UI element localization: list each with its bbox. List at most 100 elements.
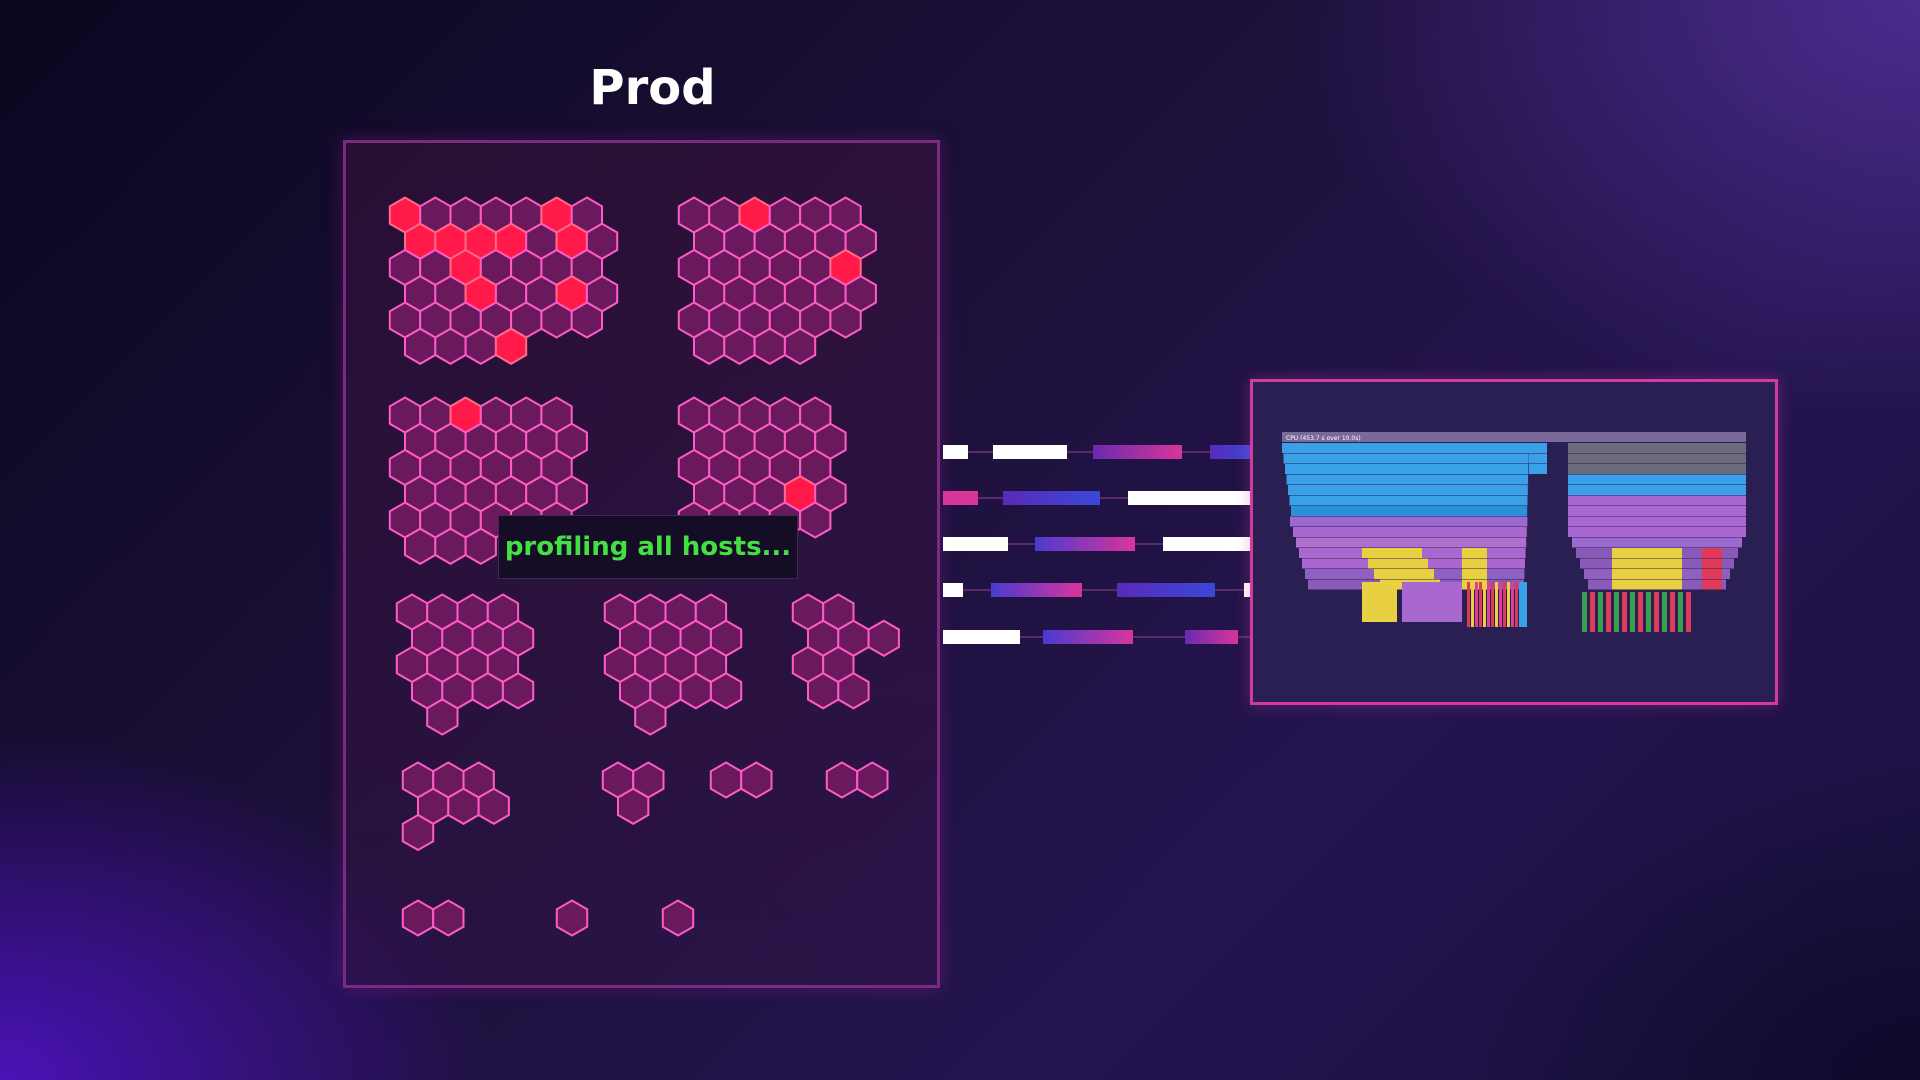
flame-leaf[interactable] [1670,592,1675,632]
flame-frame[interactable] [1288,485,1528,495]
flame-frame[interactable] [1368,558,1428,569]
flame-leaf[interactable] [1614,592,1619,632]
host-hexagon-icon [570,301,603,339]
stream-track [943,589,1250,591]
flame-header-label: CPU (453.7 s over 10.0s) [1286,435,1361,442]
flame-leaf[interactable] [1475,582,1478,627]
stream-packet [943,537,1008,551]
flame-frame[interactable] [1702,569,1722,579]
flame-frame[interactable] [1296,537,1527,548]
flame-frame[interactable] [1529,453,1547,464]
stream-packet [1043,630,1133,644]
flame-leaf[interactable] [1686,592,1691,632]
flame-frame[interactable] [1529,443,1547,453]
flame-leaf[interactable] [1622,592,1627,632]
host-hexagon-icon [464,527,497,565]
flame-leaf[interactable] [1479,582,1482,627]
flame-frame[interactable] [1612,569,1682,579]
flame-leaf[interactable] [1630,592,1635,632]
host-hexagon-icon [661,899,695,937]
stream-packet [943,445,968,459]
stream-packet [1163,537,1250,551]
flame-frame[interactable] [1568,453,1746,464]
flame-frame[interactable] [1568,485,1746,495]
flame-frame[interactable] [1462,548,1487,558]
flame-frame[interactable] [1374,569,1434,579]
stream-packet [1185,630,1238,644]
flame-leaf[interactable] [1646,592,1651,632]
flame-frame[interactable] [1293,527,1527,537]
flame-leaf[interactable] [1402,582,1462,622]
host-hexagon-icon [837,672,870,710]
flame-frame[interactable] [1462,579,1487,590]
stream-packet [943,491,978,505]
stream-packet [1244,583,1250,597]
stream-packet [1128,491,1250,505]
flame-frame[interactable] [1612,558,1682,569]
flame-leaf[interactable] [1606,592,1611,632]
flame-frame[interactable] [1568,464,1746,474]
prod-title: Prod [589,60,716,116]
host-hexagon-icon [634,698,667,736]
flame-frame[interactable] [1462,569,1487,579]
flame-frame[interactable] [1568,495,1746,506]
stream-packet [1003,491,1100,505]
flame-leaf[interactable] [1491,582,1494,627]
flame-frame[interactable] [1702,558,1722,569]
host-hexagon-icon [856,761,889,799]
flame-frame[interactable] [1285,464,1529,474]
flame-leaf[interactable] [1495,582,1498,627]
stream-packet [943,583,963,597]
flame-frame[interactable] [1572,537,1742,548]
flame-leaf[interactable] [1487,582,1490,627]
host-hexagon-icon [829,301,862,339]
flame-frame[interactable] [1568,474,1746,485]
flame-leaf[interactable] [1598,592,1603,632]
flame-frame[interactable] [1702,579,1722,590]
flame-leaf[interactable] [1503,582,1506,627]
stream-packet [1210,445,1250,459]
flame-frame[interactable] [1612,579,1682,590]
flame-leaf[interactable] [1582,592,1587,632]
stream-packet [1117,583,1215,597]
profiling-status-label: profiling all hosts... [498,515,798,579]
flame-leaf[interactable] [1362,582,1397,622]
flame-leaf[interactable] [1467,582,1470,627]
flame-leaf[interactable] [1483,582,1486,627]
flame-frame[interactable] [1286,474,1529,485]
flame-frame[interactable] [1612,548,1682,558]
host-hexagon-icon [501,672,535,710]
flame-leaf[interactable] [1590,592,1595,632]
flame-leaf[interactable] [1662,592,1667,632]
flame-header-bar[interactable] [1282,432,1746,442]
host-hexagon-icon [709,672,743,710]
flame-frame[interactable] [1282,443,1529,453]
stream-packet [993,445,1067,459]
flame-frame[interactable] [1529,464,1547,474]
flame-frame[interactable] [1283,453,1529,464]
flame-leaf[interactable] [1471,582,1474,627]
flame-leaf[interactable] [1638,592,1643,632]
flame-leaf[interactable] [1499,582,1502,627]
flame-frame[interactable] [1291,506,1528,516]
flame-frame[interactable] [1568,527,1746,537]
flame-frame[interactable] [1702,548,1722,558]
flame-leaf[interactable] [1511,582,1514,627]
stream-packet [1035,537,1135,551]
flame-frame[interactable] [1568,506,1746,516]
flame-frame[interactable] [1362,548,1422,558]
host-hexagon-icon [426,698,459,736]
flame-frame[interactable] [1462,558,1487,569]
flame-frame[interactable] [1568,443,1746,453]
flame-leaf[interactable] [1507,582,1510,627]
flame-frame[interactable] [1568,516,1746,527]
flame-leaf[interactable] [1519,582,1527,627]
flame-frame[interactable] [1290,516,1528,527]
flame-leaf[interactable] [1515,582,1518,627]
flame-frame[interactable] [1289,495,1528,506]
host-hexagon-icon [401,813,435,852]
flame-leaf[interactable] [1654,592,1659,632]
flame-leaf[interactable] [1678,592,1683,632]
host-hexagon-icon [477,787,510,825]
